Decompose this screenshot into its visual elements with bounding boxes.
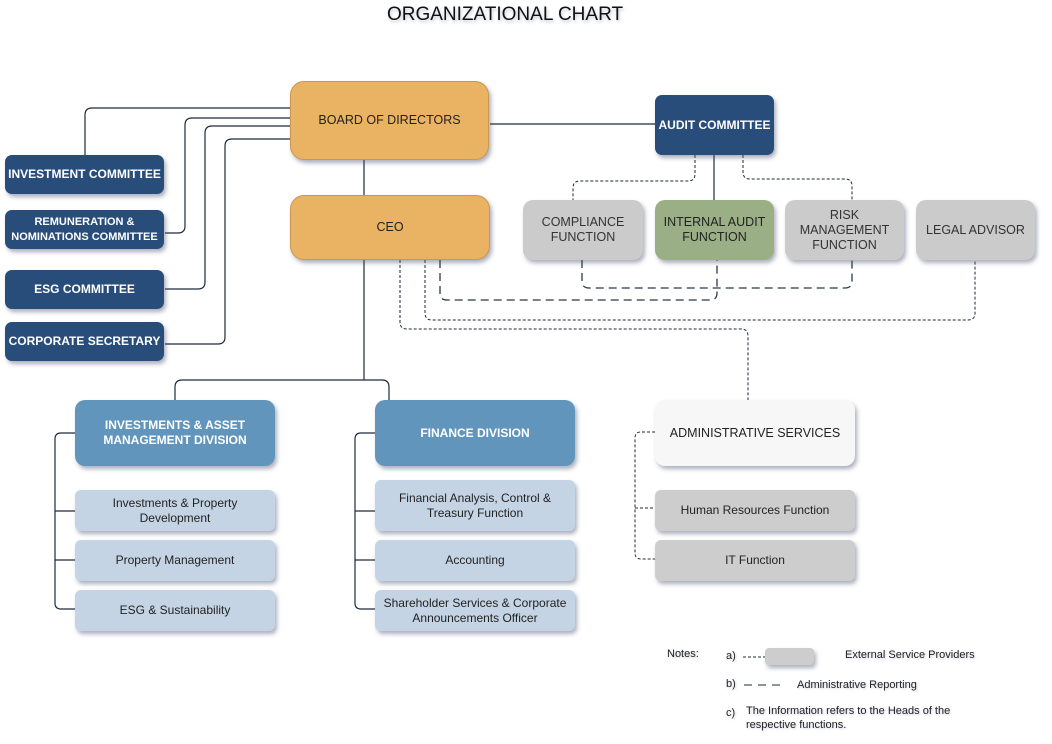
- connector-admin-bracket: [634, 431, 655, 560]
- esg-committee-node: ESG COMMITTEE: [5, 270, 164, 309]
- note-a-text: External Service Providers: [845, 649, 975, 661]
- administrative-services-node: ADMINISTRATIVE SERVICES: [655, 400, 855, 466]
- connector-audit-compliance: [572, 155, 696, 200]
- connector-board-secretary: [165, 138, 290, 345]
- connector-board-investment-committee: [84, 107, 290, 155]
- connector-ceo-divisions: [174, 260, 390, 400]
- connector-board-remuneration: [165, 117, 290, 234]
- compliance-function-node: COMPLIANCE FUNCTION: [523, 200, 643, 260]
- investments-unit: Property Management: [75, 540, 275, 581]
- finance-unit: Financial Analysis, Control & Treasury F…: [375, 480, 575, 531]
- note-c-marker: c): [726, 707, 736, 719]
- connector-compliance-risk-reporting: [581, 260, 853, 289]
- note-c-text: The Information refers to the Heads of t…: [746, 705, 951, 731]
- connector-ceo-admin-reporting: [439, 260, 718, 301]
- internal-audit-function-node: INTERNAL AUDIT FUNCTION: [655, 200, 774, 260]
- note-b-text: Administrative Reporting: [797, 679, 917, 691]
- investment-committee-node: INVESTMENT COMMITTEE: [5, 155, 164, 194]
- connector-audit-risk: [742, 155, 853, 200]
- legal-advisor-node: LEGAL ADVISOR: [916, 200, 1035, 260]
- connector-ceo-admin: [399, 260, 749, 400]
- finance-unit: Accounting: [375, 540, 575, 581]
- finance-unit: Shareholder Services & Corporate Announc…: [375, 590, 575, 631]
- investments-division-node: INVESTMENTS & ASSET MANAGEMENT DIVISION: [75, 400, 275, 466]
- note-a-marker: a): [726, 650, 736, 662]
- audit-committee-node: AUDIT COMMITTEE: [655, 95, 774, 155]
- legend-external-provider-swatch: [765, 648, 814, 665]
- investments-unit: ESG & Sustainability: [75, 590, 275, 631]
- chart-title: ORGANIZATIONAL CHART: [386, 4, 624, 25]
- admin-unit: Human Resources Function: [655, 490, 855, 531]
- connector-board-esg: [165, 125, 290, 290]
- remuneration-committee-node: REMUNERATION & NOMINATIONS COMMITTEE: [5, 210, 164, 249]
- ceo-node: CEO: [290, 195, 490, 260]
- corporate-secretary-node: CORPORATE SECRETARY: [5, 322, 164, 361]
- admin-unit: IT Function: [655, 540, 855, 581]
- finance-division-node: FINANCE DIVISION: [375, 400, 575, 466]
- board-of-directors-node: BOARD OF DIRECTORS: [290, 81, 489, 160]
- connector-ceo-legal: [424, 260, 976, 321]
- risk-management-function-node: RISK MANAGEMENT FUNCTION: [785, 200, 904, 260]
- note-b-marker: b): [726, 678, 736, 690]
- connector-finance-bracket: [354, 432, 375, 610]
- notes-label: Notes:: [667, 648, 699, 660]
- investments-unit: Investments & Property Development: [75, 490, 275, 531]
- connector-investments-bracket: [54, 432, 75, 610]
